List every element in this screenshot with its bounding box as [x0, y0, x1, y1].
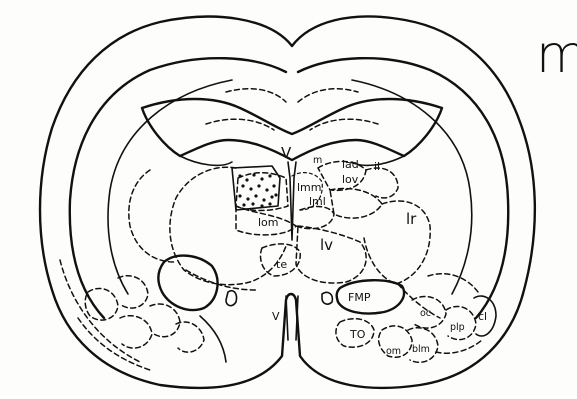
small-oval-left [226, 291, 237, 306]
lesion-dots [238, 173, 277, 207]
left-cluster-2 [118, 276, 148, 308]
lml-region [296, 207, 334, 229]
label-oc: oc [420, 308, 431, 319]
label-TO: TO [349, 328, 366, 341]
left-cluster-4 [150, 304, 180, 337]
label-te: te [276, 258, 287, 271]
left-cortex-inner [70, 58, 286, 318]
label-plp: plp [450, 322, 465, 333]
label-lml: lml [309, 195, 326, 208]
label-FMP: FMP [348, 291, 371, 304]
FMP-small [322, 292, 332, 304]
label-V-bottom: V [272, 310, 280, 323]
left-cluster-3 [120, 316, 152, 348]
label-om: om [386, 346, 401, 357]
callosal-dashed-top [226, 89, 358, 102]
il-region [366, 168, 398, 198]
label-m-small: m [313, 155, 322, 166]
left-ventral-outline [129, 170, 174, 262]
left-lower-dashed [186, 270, 256, 290]
lr-region [364, 201, 430, 284]
panel-letter: m [536, 25, 577, 85]
label-lom: lom [258, 216, 279, 229]
left-outer-dashed [60, 260, 150, 370]
callosal-band [142, 99, 442, 160]
label-il: il [374, 160, 380, 173]
right-lower-curves [428, 274, 482, 354]
label-V-top: V [281, 144, 292, 162]
lov-region [330, 189, 382, 219]
label-lov: lov [342, 173, 359, 186]
third-ventricle [288, 162, 296, 240]
label-lmm: lmm [297, 181, 322, 194]
lv-region [296, 226, 366, 283]
left-cluster-5 [176, 322, 204, 352]
label-lr: lr [406, 210, 417, 228]
label-cl: cl [478, 310, 487, 323]
label-blm: blm [412, 344, 430, 355]
left-alveus [180, 156, 232, 165]
right-cortex-inner-2 [352, 80, 472, 294]
label-lv: lv [320, 236, 333, 254]
label-lad: lad [342, 158, 359, 171]
